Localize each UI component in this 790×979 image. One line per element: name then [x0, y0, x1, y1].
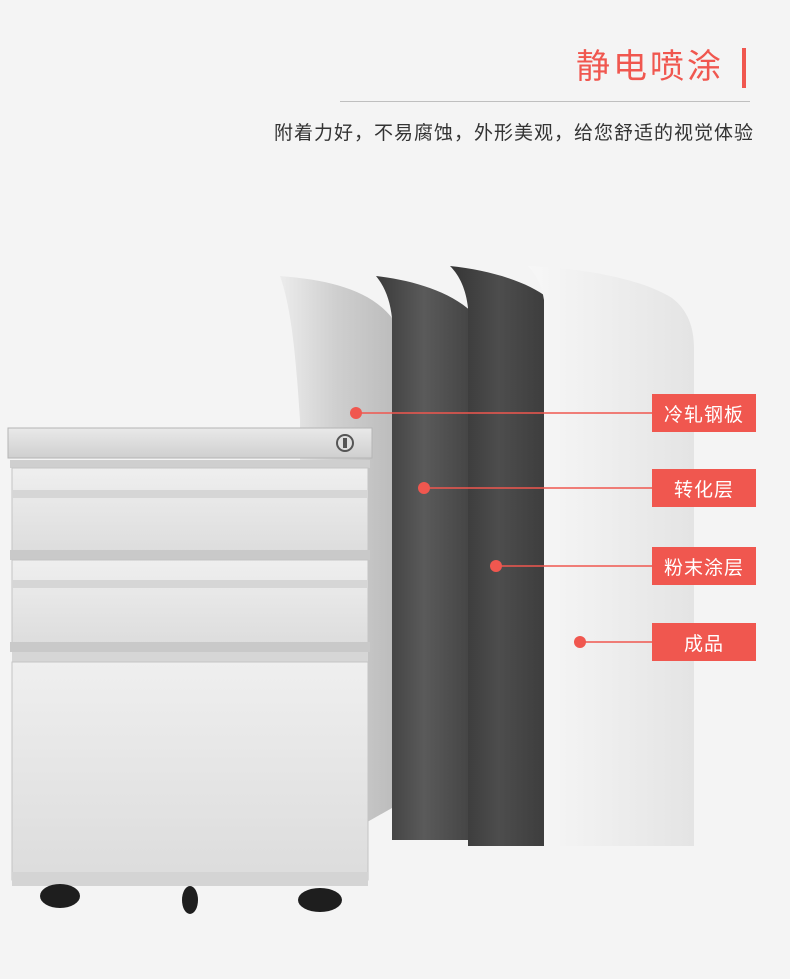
callout-dot-finished [574, 636, 586, 648]
label-conversion-layer: 转化层 [652, 469, 756, 507]
layer-powder-coating [450, 266, 548, 846]
page-title: 静电喷涂 [576, 47, 724, 87]
layer-conversion [376, 276, 472, 840]
filing-cabinet-image [7, 427, 373, 914]
label-finished-product: 成品 [652, 623, 756, 661]
label-cold-rolled-steel: 冷轧钢板 [652, 394, 756, 432]
header: 静电喷涂 附着力好，不易腐蚀，外形美观，给您舒适的视觉体验 [0, 0, 790, 160]
header-divider [340, 101, 750, 102]
title-accent-bar [742, 48, 746, 88]
callout-dot-powder [490, 560, 502, 572]
label-powder-coating: 粉末涂层 [652, 547, 756, 585]
page-subtitle: 附着力好，不易腐蚀，外形美观，给您舒适的视觉体验 [273, 122, 754, 144]
callout-dot-steel [350, 407, 362, 419]
caster-wheels [40, 884, 342, 914]
callout-dot-conversion [418, 482, 430, 494]
